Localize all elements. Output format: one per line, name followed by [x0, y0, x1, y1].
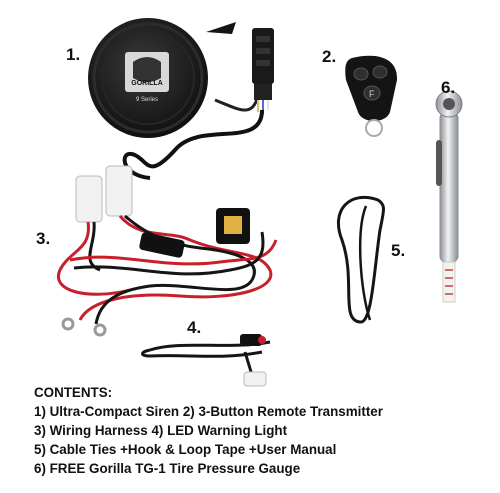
- contents-list: CONTENTS: 1) Ultra-Compact Siren 2) 3-Bu…: [34, 383, 383, 478]
- label-led: 4.: [187, 318, 202, 337]
- siren-brand-text: GORILLA: [131, 80, 163, 87]
- gauge-body: [439, 111, 459, 263]
- gauge-scale: [442, 261, 456, 303]
- key-ring: [365, 119, 383, 137]
- gauge-clip: [436, 140, 442, 186]
- svg-text:F: F: [369, 89, 375, 99]
- label-remote: 2.: [322, 47, 337, 66]
- wiring-harness: [56, 165, 278, 337]
- tire-pressure-gauge: [435, 90, 463, 303]
- siren-cable: [122, 109, 264, 180]
- fuse-holder: [139, 232, 185, 258]
- siren-connector: [252, 28, 274, 114]
- siren: [88, 18, 260, 138]
- remote-transmitter: F: [345, 55, 398, 137]
- remote-button-3: [363, 85, 381, 101]
- gorilla-logo-icon: [133, 57, 161, 82]
- led-bulb-housing: [240, 334, 262, 346]
- ring-terminal-2: [93, 323, 107, 337]
- contents-line-4: 6) FREE Gorilla TG-1 Tire Pressure Gauge: [34, 461, 301, 476]
- label-harness: 3.: [36, 229, 51, 248]
- led-warning-light: [141, 334, 271, 387]
- contents-line-1: 1) Ultra-Compact Siren 2) 3-Button Remot…: [34, 404, 383, 419]
- led-connector: [243, 371, 267, 387]
- label-siren: 1.: [66, 45, 81, 64]
- contents-line-2: 3) Wiring Harness 4) LED Warning Light: [34, 423, 288, 438]
- label-cable: 5.: [391, 241, 406, 260]
- contents-line-3: 5) Cable Ties +Hook & Loop Tape +User Ma…: [34, 442, 337, 457]
- label-gauge: 6.: [441, 78, 456, 97]
- remote-button-2: [372, 65, 388, 79]
- cable-ties: [336, 195, 385, 324]
- contents-heading: CONTENTS:: [34, 385, 113, 400]
- remote-button-1: [353, 67, 369, 81]
- ring-terminal-1: [61, 317, 75, 331]
- siren-series-text: 9 Series: [135, 97, 158, 103]
